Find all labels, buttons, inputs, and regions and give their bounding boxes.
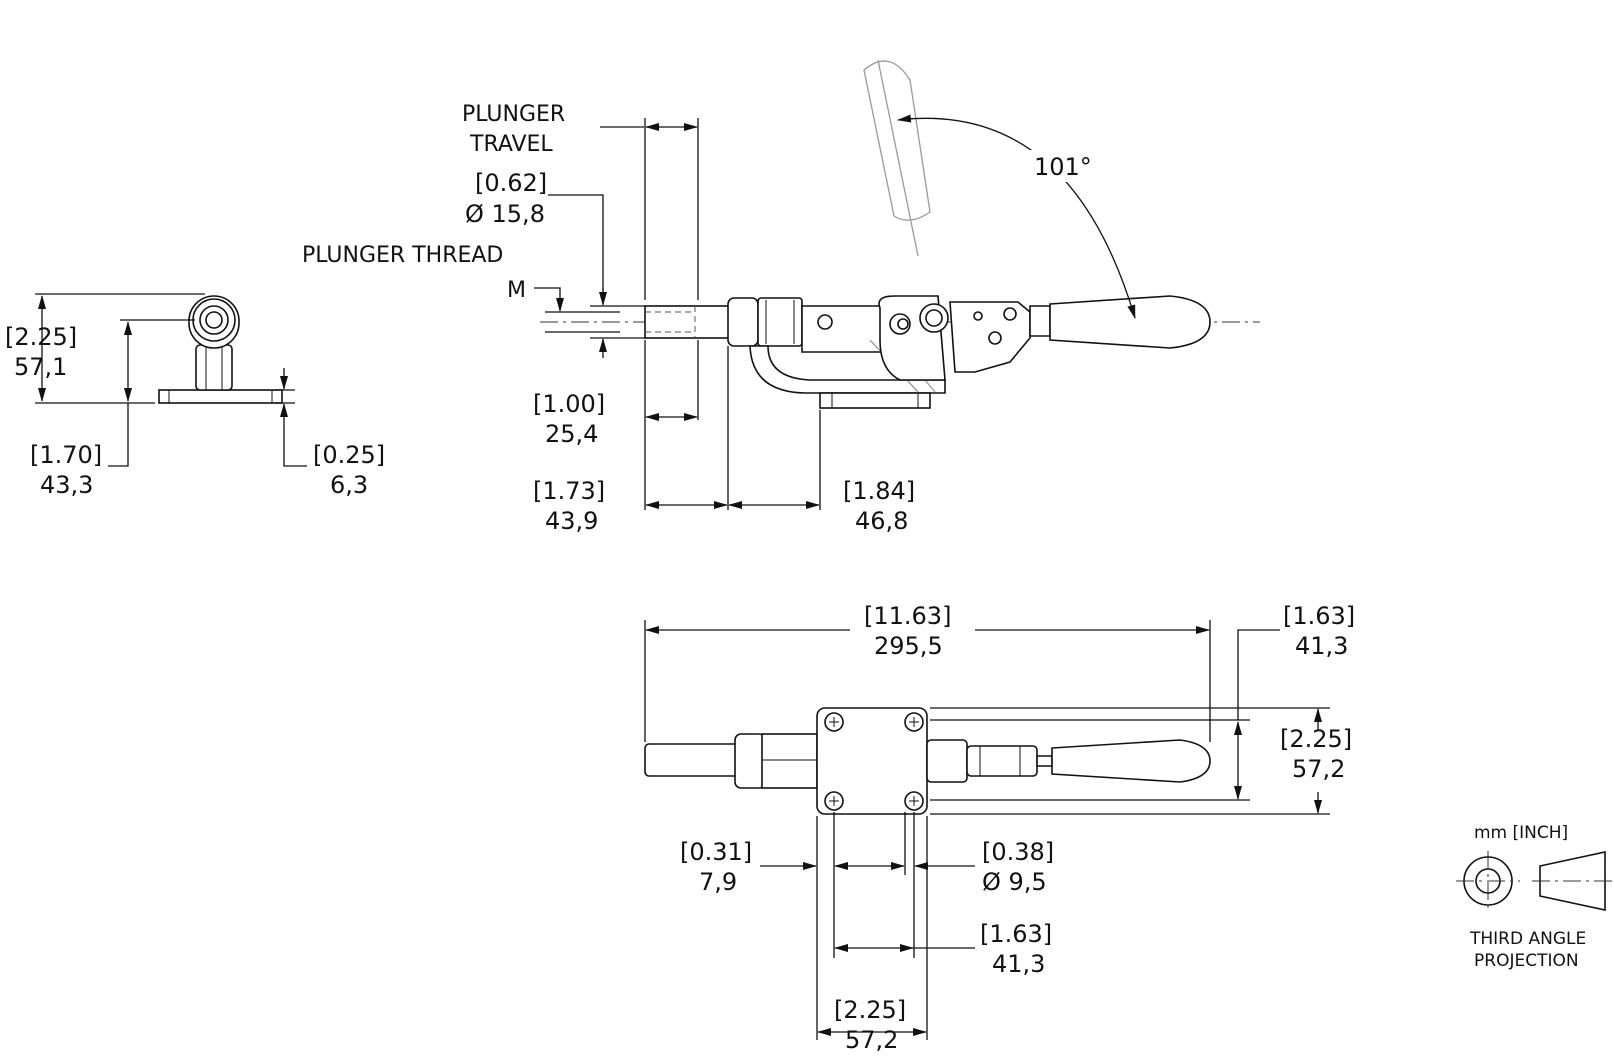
hole-dims: [0.31] 7,9 [0.38] Ø 9,5 [1.63] 41,3 [2.2… bbox=[680, 812, 1054, 1054]
hole-dia-mm: Ø 9,5 bbox=[982, 868, 1047, 896]
units-label: mm [INCH] bbox=[1474, 823, 1568, 843]
body-to-base-mm: 46,8 bbox=[855, 507, 908, 535]
plan-width-inch: [2.25] bbox=[1280, 725, 1352, 753]
base-offset-dims: [1.73] 43,9 [1.84] 46,8 bbox=[533, 340, 915, 535]
side-base-thk-dim: [0.25] 6,3 bbox=[313, 441, 385, 499]
plunger-thread-label: PLUNGER THREAD M bbox=[302, 243, 620, 333]
plunger-travel-label: PLUNGER TRAVEL bbox=[462, 102, 699, 300]
front-view bbox=[540, 59, 1260, 409]
body-to-base-inch: [1.84] bbox=[843, 477, 915, 505]
handle-offset-dim: [1.63] 41,3 bbox=[930, 602, 1355, 801]
handle-offset-inch: [1.63] bbox=[1283, 602, 1355, 630]
travel-inch: [1.00] bbox=[533, 390, 605, 418]
plunger-dia-dim: [0.62] Ø 15,8 bbox=[465, 169, 645, 358]
plunger-thread-text: PLUNGER THREAD bbox=[302, 243, 503, 268]
travel-dim: [1.00] 25,4 bbox=[533, 340, 699, 448]
plunger-dia-mm: Ø 15,8 bbox=[465, 200, 545, 228]
hole-spacing-mm: 41,3 bbox=[992, 950, 1045, 978]
side-base-thk-inch: [0.25] bbox=[313, 441, 385, 469]
plunger-dia-inch: [0.62] bbox=[475, 169, 547, 197]
plunger-travel-line2: TRAVEL bbox=[469, 132, 553, 157]
projection-line1: THIRD ANGLE bbox=[1469, 929, 1586, 949]
plunger-to-body-inch: [1.73] bbox=[533, 477, 605, 505]
angle-text: 101° bbox=[1034, 153, 1092, 181]
plunger-travel-line1: PLUNGER bbox=[462, 102, 565, 127]
side-height-mm: 57,1 bbox=[14, 353, 67, 381]
overall-length-mm: 295,5 bbox=[874, 632, 943, 660]
side-view bbox=[35, 293, 307, 467]
projection-line2: PROJECTION bbox=[1474, 951, 1579, 971]
overall-length-inch: [11.63] bbox=[864, 602, 951, 630]
side-center-mm: 43,3 bbox=[40, 471, 93, 499]
side-center-inch: [1.70] bbox=[30, 441, 102, 469]
plan-width-mm: 57,2 bbox=[1292, 755, 1345, 783]
hole-dia-inch: [0.38] bbox=[982, 838, 1054, 866]
hole-spacing-inch: [1.63] bbox=[980, 920, 1052, 948]
angle-dim: 101° bbox=[897, 114, 1136, 319]
overall-length-dim: [11.63] 295,5 bbox=[644, 602, 1211, 742]
thread-m-text: M bbox=[507, 278, 526, 303]
side-center-dim: [1.70] 43,3 bbox=[30, 441, 102, 499]
hole-edge-mm: 7,9 bbox=[699, 868, 737, 896]
side-height-dim: [2.25] 57,1 bbox=[5, 323, 77, 381]
base-width-inch: [2.25] bbox=[834, 996, 906, 1024]
side-base-thk-mm: 6,3 bbox=[330, 471, 368, 499]
hole-edge-inch: [0.31] bbox=[680, 838, 752, 866]
side-height-inch: [2.25] bbox=[5, 323, 77, 351]
projection-symbol: mm [INCH] THIRD ANGLE PROJECTION bbox=[1456, 823, 1612, 971]
base-width-mm: 57,2 bbox=[845, 1026, 898, 1054]
plan-width-dim: [2.25] 57,2 bbox=[930, 707, 1352, 815]
plunger-to-body-mm: 43,9 bbox=[545, 507, 598, 535]
handle-offset-mm: 41,3 bbox=[1295, 632, 1348, 660]
travel-mm: 25,4 bbox=[545, 420, 598, 448]
plan-view bbox=[644, 707, 1211, 815]
